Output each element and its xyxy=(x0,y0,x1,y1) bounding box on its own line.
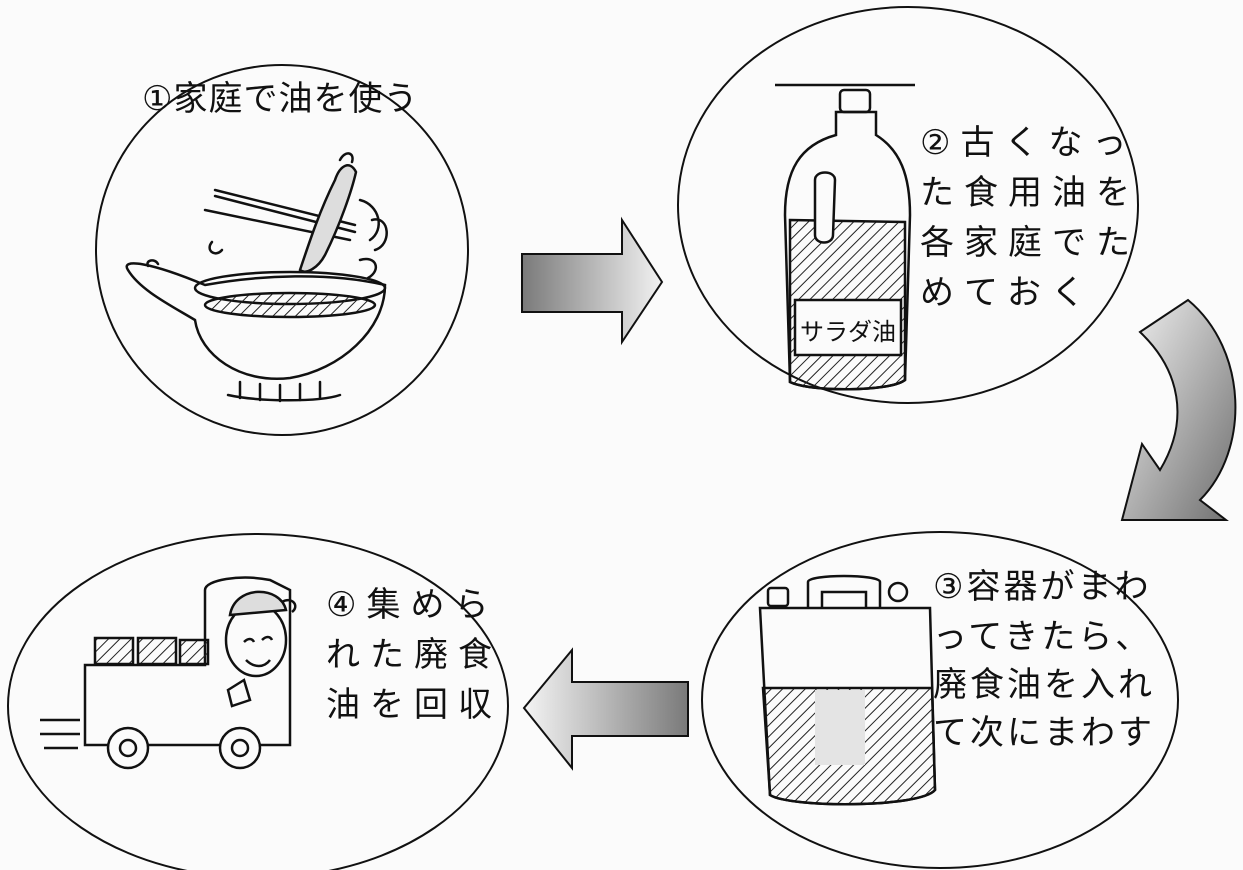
step-4-circle xyxy=(7,533,509,870)
step-3-line-3: 廃食油を入れ xyxy=(933,665,1155,705)
arrow-right-icon xyxy=(521,216,664,346)
step-2-number: ② xyxy=(920,123,961,163)
frying-pan-tempura-icon xyxy=(125,152,388,403)
step-2-line-3: 各家庭でた xyxy=(920,223,1140,263)
step-3-label: ③容器がまわ xyxy=(933,562,1151,612)
step-2-label: ②古くなっ xyxy=(920,118,1136,168)
step-3-circle xyxy=(701,531,1179,869)
step-1-number: ① xyxy=(142,79,174,119)
step-1-circle xyxy=(95,64,469,436)
step-4-number: ④ xyxy=(326,585,367,625)
step-4-label: ④集めら xyxy=(326,580,498,630)
step-2-circle xyxy=(677,6,1139,404)
oil-container-icon xyxy=(758,574,937,806)
step-1-text: 家庭で油を使う xyxy=(173,79,419,119)
step-4-line-1: 集めら xyxy=(366,585,499,625)
step-2-line-1: 古くなっ xyxy=(960,123,1137,163)
oil-bottle-label: サラダ油 xyxy=(800,318,896,346)
oil-bottle-icon: サラダ油 xyxy=(775,83,915,391)
step-3-line-4: て次にまわす xyxy=(933,713,1155,753)
arrow-curved-down-icon xyxy=(1120,298,1237,521)
collection-truck-icon xyxy=(40,576,297,770)
step-3-line-1: 容器がまわ xyxy=(966,567,1152,607)
step-2-line-2: た食用油を xyxy=(920,173,1140,213)
arrow-left-icon xyxy=(522,647,689,771)
step-1-label: ①家庭で油を使う xyxy=(142,74,418,124)
step-4-line-2: れた廃食 xyxy=(326,635,502,675)
step-3-number: ③ xyxy=(933,567,967,607)
step-3-line-2: ってきたら、 xyxy=(933,617,1153,657)
step-2-line-4: めておく xyxy=(920,273,1095,313)
step-4-line-3: 油を回収 xyxy=(326,685,502,725)
